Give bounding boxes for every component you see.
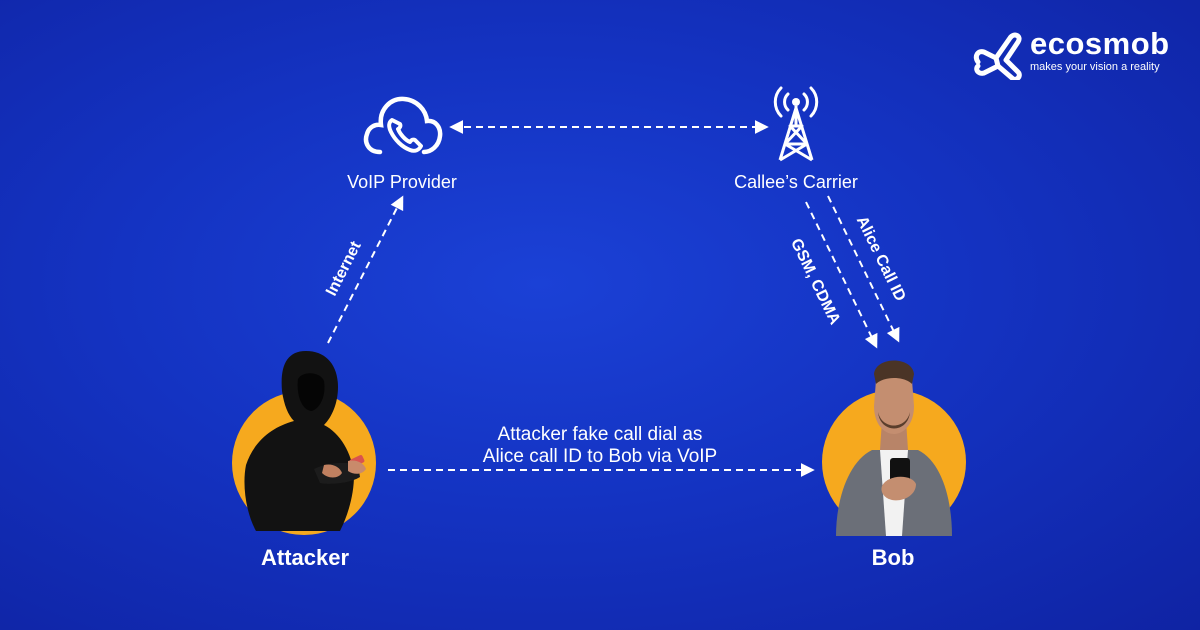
attacker-avatar xyxy=(232,351,376,535)
brand-logo[interactable]: ecosmob makes your vision a reality xyxy=(972,26,1172,82)
voip-cloud-phone-icon xyxy=(363,96,443,155)
fake-call-line-2: Alice call ID to Bob via VoIP xyxy=(482,446,718,467)
gsm-cdma-link xyxy=(805,201,878,349)
voip-provider-label: VoIP Provider xyxy=(347,172,457,192)
internet-link xyxy=(327,195,404,344)
attacker-label: Attacker xyxy=(260,545,350,570)
fake-call-line-1: Attacker fake call dial as xyxy=(497,424,703,445)
callee-carrier-label: Callee’s Carrier xyxy=(734,172,858,192)
brand-name: ecosmob xyxy=(1030,26,1170,61)
bob-avatar xyxy=(822,360,966,536)
alice-call-id-link xyxy=(827,195,900,343)
bob-label: Bob xyxy=(871,545,915,570)
fake-call-description: Attacker fake call dial as Alice call ID… xyxy=(483,424,717,468)
ecosmob-logo-icon xyxy=(973,32,1022,80)
brand-tagline: makes your vision a reality xyxy=(1030,61,1160,73)
cell-tower-icon xyxy=(773,86,819,162)
